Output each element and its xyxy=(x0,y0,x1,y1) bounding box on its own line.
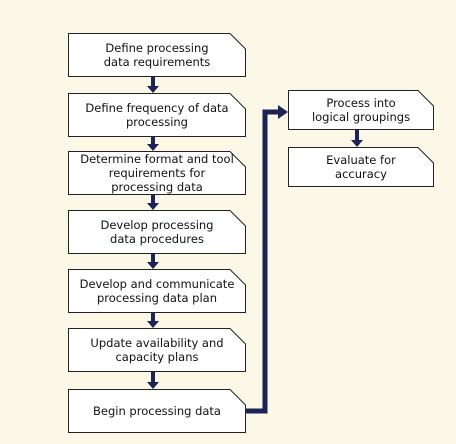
main-arrow-4 xyxy=(147,254,159,269)
main-step-6-label: Update availability and capacity plans xyxy=(90,336,224,364)
main-step-5: Develop and communicate processing data … xyxy=(68,269,246,313)
main-step-3-shape xyxy=(68,151,246,195)
main-step-6-shape xyxy=(68,328,246,372)
main-step-1-shape xyxy=(68,33,246,77)
link-to-side-branch xyxy=(246,109,279,414)
main-step-1: Define processing data requirements xyxy=(68,33,246,77)
link-arrowhead xyxy=(278,105,288,119)
main-arrow-2 xyxy=(147,137,159,151)
main-step-2-shape xyxy=(68,93,246,137)
main-step-5-shape xyxy=(68,269,246,313)
main-step-4-shape xyxy=(68,210,246,254)
main-step-6: Update availability and capacity plans xyxy=(68,328,246,372)
side-arrow-1 xyxy=(351,130,363,147)
main-step-2-label: Define frequency of data processing xyxy=(85,101,229,129)
main-step-3: Determine format and tool requirements f… xyxy=(68,151,246,195)
side-step-1-shape xyxy=(288,90,434,130)
main-arrow-1 xyxy=(147,77,159,93)
main-step-4-label: Develop processing data procedures xyxy=(100,218,214,246)
main-step-4: Develop processing data procedures xyxy=(68,210,246,254)
main-arrow-6 xyxy=(147,372,159,389)
main-step-7-label: Begin processing data xyxy=(93,404,221,418)
main-step-1-label: Define processing data requirements xyxy=(103,41,211,69)
main-step-7: Begin processing data xyxy=(68,389,246,433)
main-arrow-5 xyxy=(147,313,159,328)
main-step-5-label: Develop and communicate processing data … xyxy=(79,277,235,305)
side-step-2: Evaluate for accuracy xyxy=(288,147,434,187)
side-step-2-label: Evaluate for accuracy xyxy=(326,153,396,181)
main-step-3-label: Determine format and tool requirements f… xyxy=(80,152,234,194)
side-step-2-shape xyxy=(288,147,434,187)
main-step-2: Define frequency of data processing xyxy=(68,93,246,137)
main-step-7-shape xyxy=(68,389,246,433)
side-step-1-label: Process into logical groupings xyxy=(311,96,411,124)
main-arrow-3 xyxy=(147,195,159,210)
side-step-1: Process into logical groupings xyxy=(288,90,434,130)
